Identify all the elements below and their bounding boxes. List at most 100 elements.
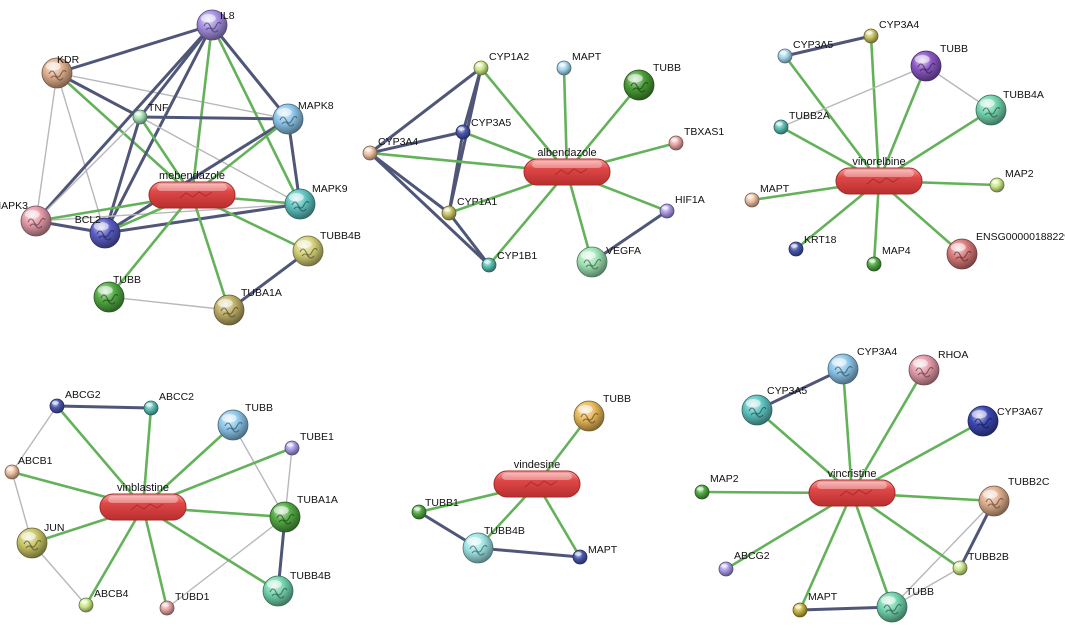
protein-label: MAPK8 [298, 100, 334, 112]
edge-mebendazole-TNF-BCL2 [103, 115, 142, 235]
protein-label: IL8 [220, 10, 235, 22]
ball-gloss [45, 62, 61, 71]
edge-mebendazole-KDR-MAPK3 [35, 72, 58, 222]
protein-label: MAPT [760, 183, 790, 195]
protein-node-TUBB4B: TUBB4B [262, 570, 331, 607]
protein-label: TUBA1A [297, 494, 338, 506]
protein-structure-icon [100, 293, 119, 305]
protein-ball [910, 50, 942, 82]
protein-node-MAP2: MAP2 [694, 473, 739, 500]
edge-vincristine-MAPT-vincristine [798, 491, 854, 612]
molecule-structure-icon [866, 177, 900, 185]
protein-ball [863, 28, 879, 44]
ball-gloss [134, 111, 142, 116]
edge-vincristine-RHOA-vincristine [850, 368, 926, 495]
protein-ball [284, 440, 300, 456]
protein-label: CYP3A67 [997, 406, 1043, 418]
protein-label: TUBB4B [320, 230, 361, 242]
ball-gloss [296, 240, 312, 249]
protein-structure-icon [269, 587, 288, 599]
ball-gloss [661, 205, 669, 210]
protein-label: MAPT [572, 51, 602, 63]
ball-gloss [868, 258, 876, 263]
protein-label: TUBB4B [290, 570, 331, 582]
protein-ball [455, 124, 471, 140]
protein-structure-icon [985, 497, 1004, 509]
protein-label: ABCC2 [159, 391, 194, 403]
ball-gloss [779, 50, 787, 55]
protein-label: CYP1A2 [489, 51, 529, 63]
edge-albendazole-CYP1B1-albendazole [487, 170, 569, 267]
ball-gloss [200, 14, 216, 23]
protein-structure-icon [27, 217, 46, 229]
edge-vinblastine-ABCG2-ABCB1 [11, 405, 58, 473]
edge-vinorelbine-CYP3A5-CYP3A4 [783, 34, 873, 58]
ball-gloss [51, 400, 59, 405]
edge-albendazole-CYP3A4-CYP1B1 [368, 151, 491, 267]
drug-label: albendazole [537, 147, 596, 159]
protein-structure-icon [224, 421, 243, 433]
ball-gloss [746, 194, 754, 199]
protein-node-MAPT: MAPT [572, 544, 618, 565]
protein-node-TNF: TNF [132, 102, 168, 125]
protein-label: MAPT [588, 544, 618, 556]
ball-gloss [24, 210, 40, 219]
protein-label: ABCB4 [94, 588, 129, 600]
edge-vinblastine-TUBB4B-vinblastine [141, 505, 280, 593]
protein-label: ABCG2 [65, 389, 101, 401]
protein-node-TUBB2A: TUBB2A [773, 110, 830, 135]
protein-node-KDR: KDR [41, 54, 80, 89]
protein-ball [866, 256, 882, 272]
ball-gloss [20, 532, 36, 541]
ball-gloss [286, 442, 294, 447]
protein-ball [269, 501, 301, 533]
protein-structure-icon [748, 406, 767, 418]
protein-ball [49, 398, 65, 414]
protein-ball [788, 241, 804, 257]
protein-node-CYP3A5: CYP3A5 [455, 117, 511, 140]
protein-structure-icon [834, 365, 853, 377]
edge-mebendazole-IL8-BCL2 [103, 23, 214, 235]
drug-pill-highlight [108, 496, 178, 503]
ball-gloss [80, 599, 88, 604]
protein-node-TUBB: TUBB [910, 43, 968, 82]
protein-label: TUBB [940, 43, 968, 55]
edge-vinorelbine-TUBB-TUBB2A [780, 65, 927, 128]
protein-ball [217, 409, 249, 441]
protein-structure-icon [220, 306, 239, 318]
protein-node-MAPK3: MAPK3 [0, 200, 52, 237]
protein-label: TUBB [906, 586, 934, 598]
ball-gloss [221, 414, 237, 423]
ball-gloss [413, 506, 421, 511]
drug-pill-shape [99, 493, 187, 521]
protein-ball [462, 532, 494, 564]
ball-gloss [991, 179, 999, 184]
protein-node-HIF1A: HIF1A [659, 194, 705, 219]
protein-node-TUBB4A: TUBB4A [975, 89, 1044, 126]
edge-mebendazole-KDR-BCL2 [56, 72, 106, 234]
protein-ball [473, 60, 489, 76]
protein-ball [773, 119, 789, 135]
drug-label: mebendazole [159, 170, 225, 182]
edge-albendazole-CYP1A2-CYP3A4 [368, 66, 483, 155]
edge-mebendazole-IL8-MAPK8 [210, 23, 290, 121]
protein-ball [975, 94, 1007, 126]
protein-label: TUBB [603, 393, 631, 405]
protein-label: TUBB [245, 402, 273, 414]
protein-ball [93, 281, 125, 313]
protein-ball [362, 145, 378, 161]
edge-mebendazole-IL8-MAPK9 [210, 23, 302, 206]
protein-node-TUBB: TUBB [573, 393, 631, 432]
protein-node-TUBB: TUBB [93, 274, 141, 313]
drug-node-vincristine: vincristine [808, 468, 896, 507]
edge-vinblastine-ABCG2-vinblastine [55, 404, 145, 509]
drug-pill-shape [523, 158, 611, 186]
drug-node-vinblastine: vinblastine [99, 482, 187, 521]
protein-label: RHOA [938, 349, 968, 361]
molecule-structure-icon [554, 168, 588, 176]
protein-structure-icon [299, 247, 318, 259]
protein-label: CYP1A1 [457, 196, 497, 208]
edge-vincristine-CYP3A5-CYP3A4 [755, 367, 845, 412]
edge-mebendazole-MAPK3-MAPK9 [35, 203, 301, 222]
